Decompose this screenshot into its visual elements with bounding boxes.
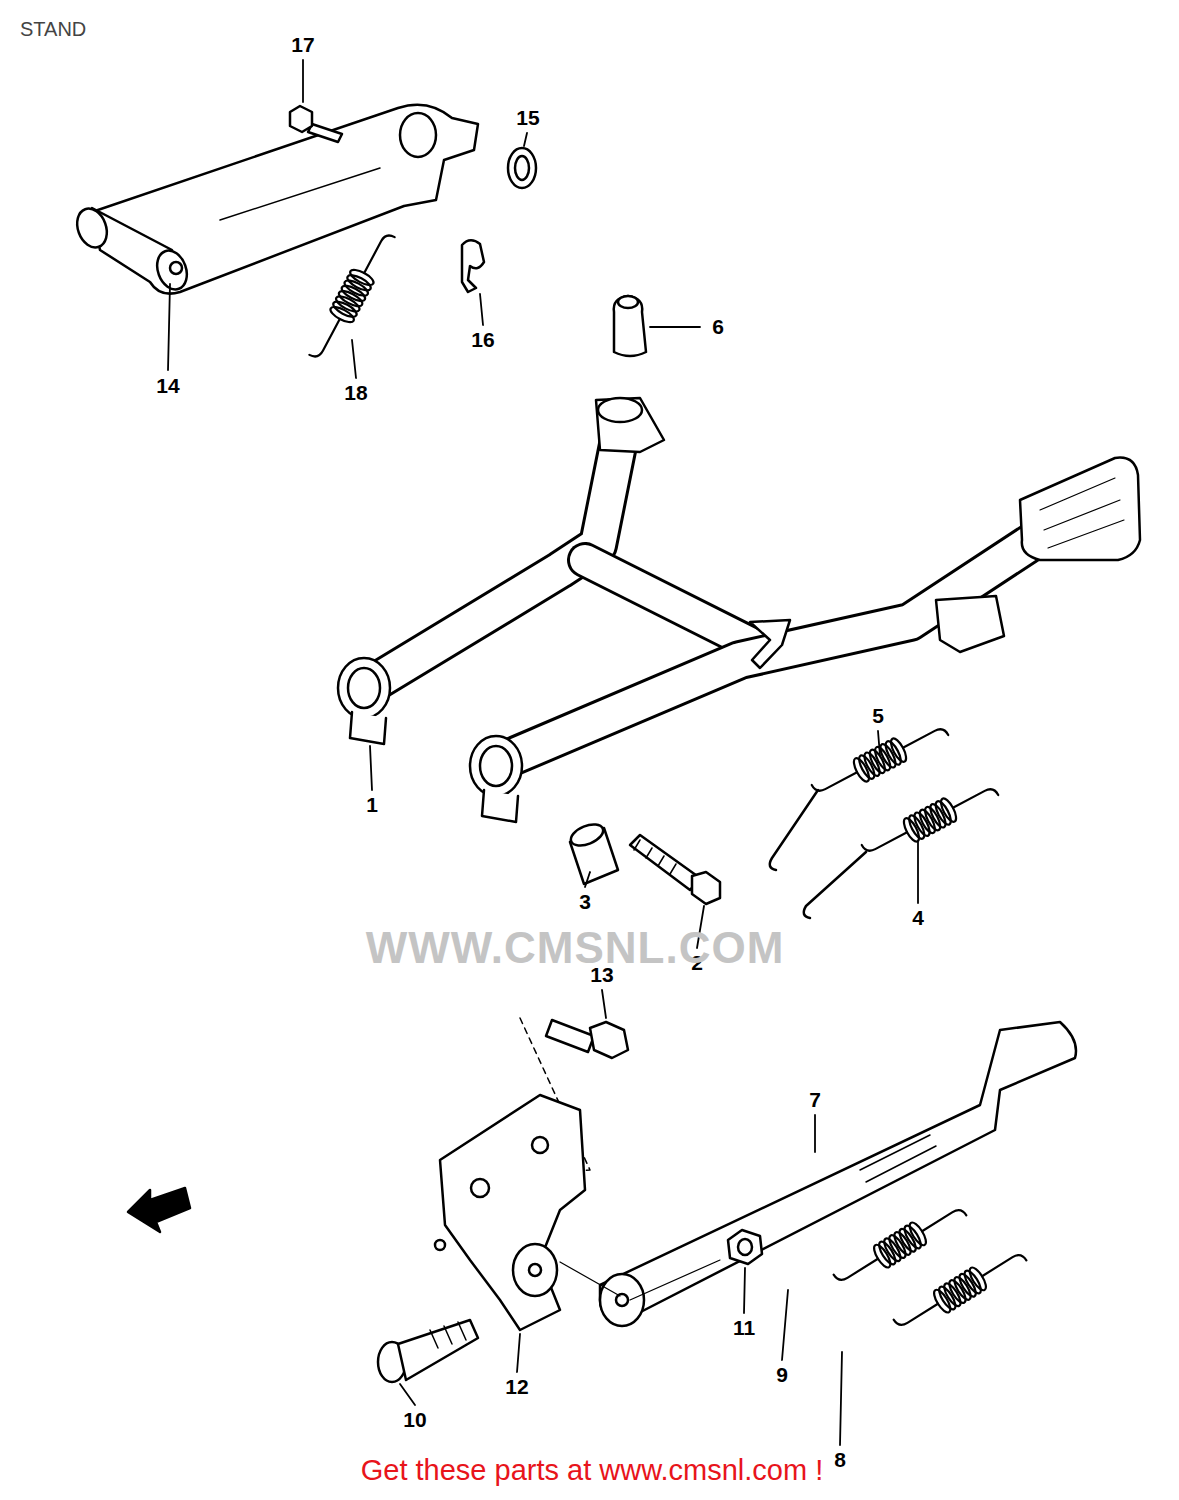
callout-number: 4 xyxy=(910,906,926,929)
callout-number: 14 xyxy=(154,374,181,397)
caption: Get these parts at www.cmsnl.com ! xyxy=(361,1455,824,1487)
callout-number: 7 xyxy=(807,1088,823,1111)
callout-number: 17 xyxy=(289,33,316,56)
callout-number: 6 xyxy=(710,315,726,338)
callout-number: 15 xyxy=(514,106,541,129)
page-title: STAND xyxy=(20,18,86,40)
callout-number: 11 xyxy=(731,1316,757,1339)
callout-number: 5 xyxy=(870,704,886,727)
watermark: WWW.CMSNL.COM xyxy=(366,924,785,972)
callout-number: 12 xyxy=(503,1375,530,1398)
callout-number: 8 xyxy=(832,1448,848,1471)
callout-number: 9 xyxy=(774,1363,790,1386)
callout-number: 3 xyxy=(577,890,593,913)
callout-number: 18 xyxy=(342,381,369,404)
callout-number: 10 xyxy=(401,1408,428,1431)
callout-number: 16 xyxy=(469,328,496,351)
callout-number: 1 xyxy=(364,793,380,816)
